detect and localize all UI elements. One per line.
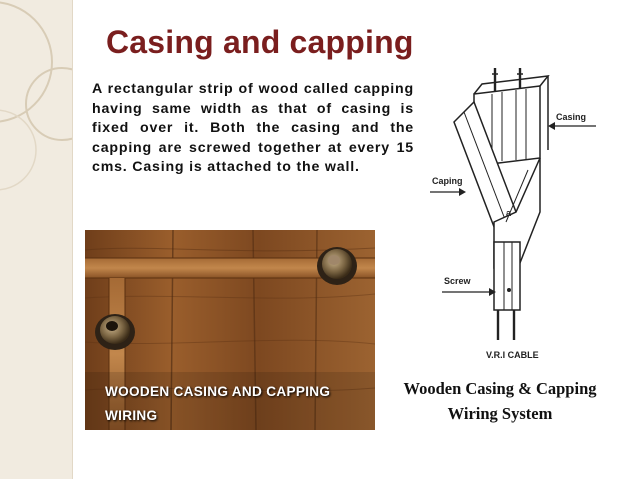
diagram-caption: Wooden Casing & Capping Wiring System [385,376,615,426]
slide-title: Casing and capping [106,24,414,60]
photo-caption-line1: WOODEN CASING AND CAPPING [105,384,331,399]
decorative-sidebar [0,0,73,479]
label-casing: Casing [556,112,586,122]
label-caping: Caping [432,176,463,186]
casing-lower [493,241,521,311]
wooden-casing-photo: WOODEN CASING AND CAPPING WIRING [85,230,375,430]
screw-mark-upper: a [506,208,512,218]
label-cable: V.R.I CABLE [486,350,539,360]
screw-mark-lower [507,288,511,292]
diagram-caption-line2: Wiring System [447,404,553,423]
decorative-arcs [0,1,72,191]
photo-caption-line2: WIRING [105,408,158,423]
casing-capping-diagram: a Casing Caping Screw V.R.I CABLE [430,68,596,360]
label-screw: Screw [444,276,472,286]
wood-panel-illustration [85,230,375,430]
slide-body-text: A rectangular strip of wood called cappi… [92,81,414,176]
photo-caption: WOODEN CASING AND CAPPING WIRING [105,380,330,428]
diagram-caption-line1: Wooden Casing & Capping [403,379,597,398]
